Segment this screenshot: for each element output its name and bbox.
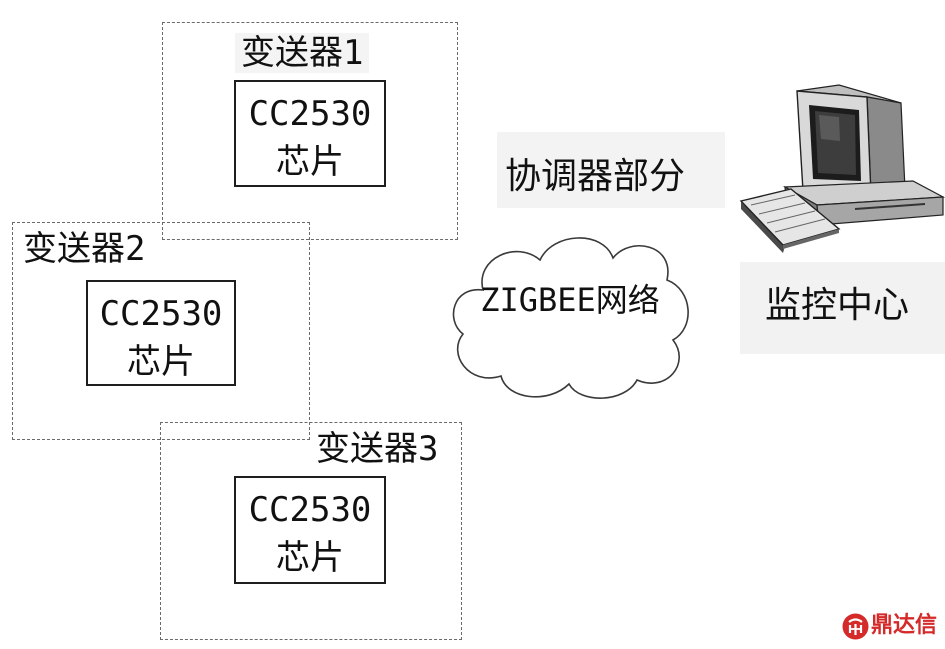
transmitter-3-chip: CC2530 芯片: [234, 476, 386, 584]
coordinator-label: 协调器部分: [497, 132, 725, 208]
transmitter-3-label: 变送器3: [316, 429, 439, 469]
computer-icon: [739, 84, 945, 253]
zigbee-network-label: ZIGBEE网络: [480, 281, 660, 319]
chip-model: CC2530: [99, 294, 223, 334]
chip-model: CC2530: [248, 490, 372, 530]
transmitter-1-chip: CC2530 芯片: [234, 80, 386, 187]
watermark: 鼎达信: [842, 611, 942, 643]
chip-text: 芯片: [276, 142, 344, 182]
transmitter-2-chip: CC2530 芯片: [86, 280, 236, 386]
chip-text: 芯片: [276, 538, 344, 578]
transmitter-1-box: 变送器1 CC2530 芯片: [162, 22, 458, 240]
cloud-icon: [452, 237, 689, 399]
watermark-text: 鼎达信: [871, 613, 938, 638]
transmitter-3-box: 变送器3 CC2530 芯片: [160, 422, 462, 640]
transmitter-1-label: 变送器1: [235, 33, 370, 73]
transmitter-2-label: 变送器2: [23, 229, 146, 269]
transmitter-2-box: 变送器2 CC2530 芯片: [12, 222, 310, 440]
chip-model: CC2530: [248, 94, 372, 134]
logo-icon: [842, 613, 869, 640]
monitor-center-label: 监控中心: [740, 262, 945, 354]
chip-text: 芯片: [127, 342, 195, 382]
